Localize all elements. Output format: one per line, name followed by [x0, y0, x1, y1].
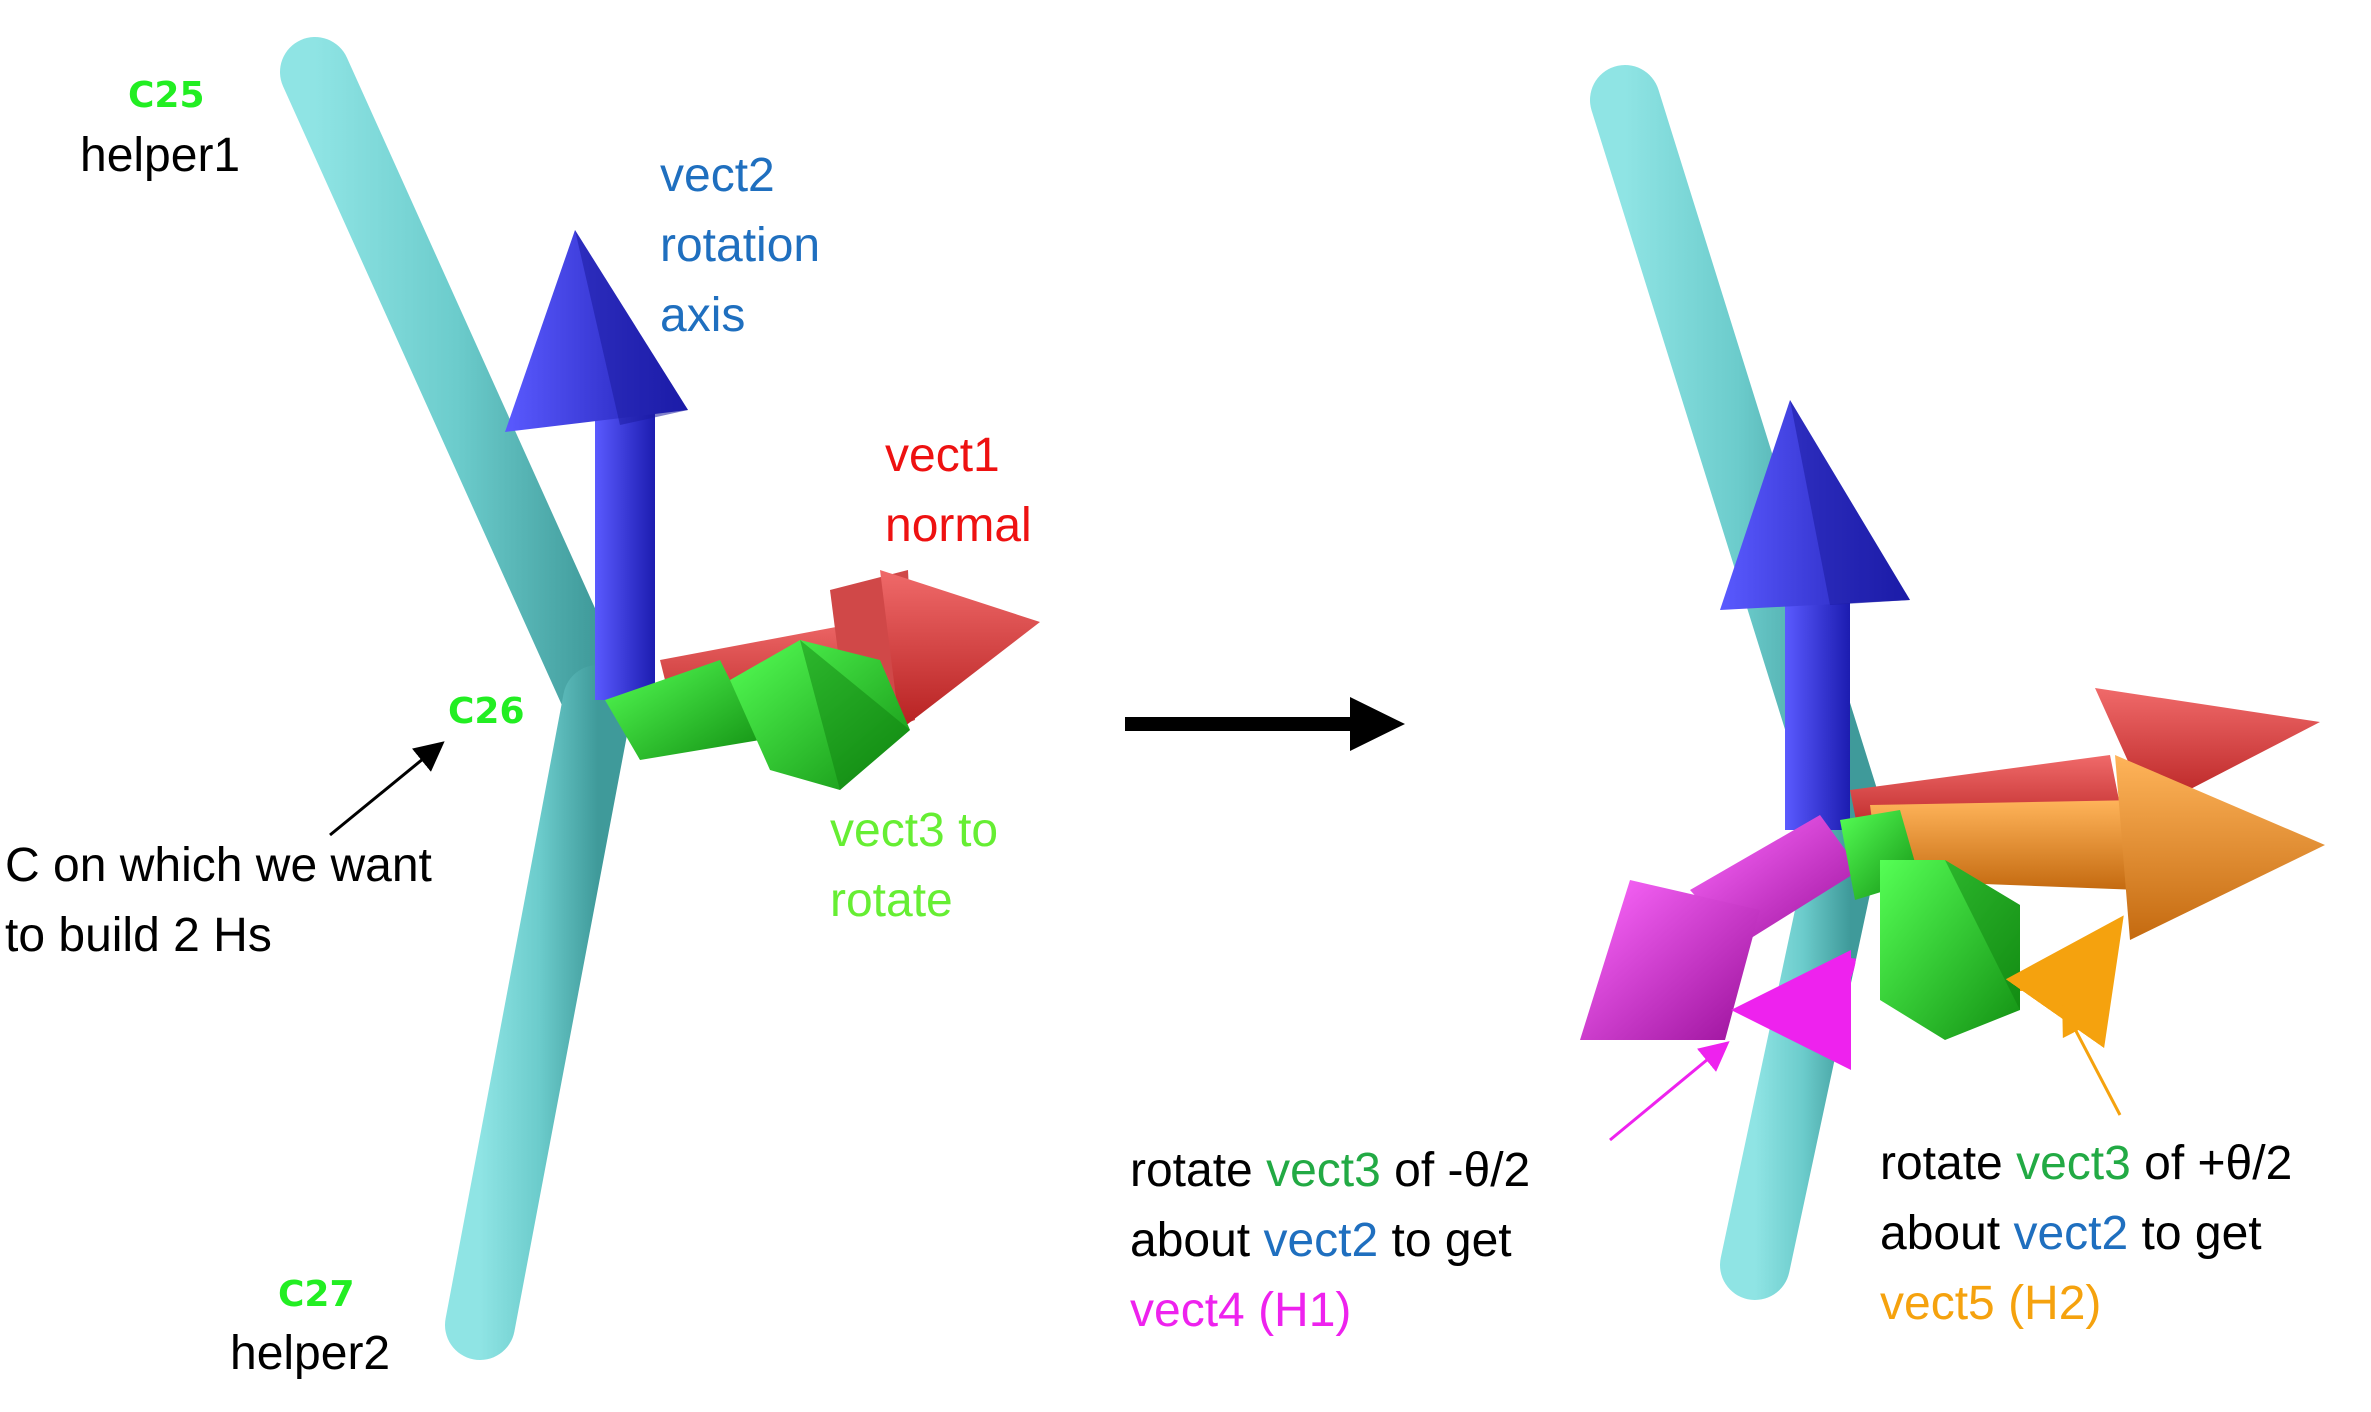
plus-w6: to get	[2128, 1207, 2262, 1260]
vect2-arrow	[505, 230, 688, 700]
plus-w7: vect5 (H2)	[1880, 1277, 2102, 1330]
minus-w6: to get	[1378, 1214, 1512, 1267]
right-vect4-arrow	[1580, 815, 1860, 1040]
minus-caption-line1: rotate vect3 of -θ/2	[1130, 1135, 1530, 1207]
minus-w7: vect4 (H1)	[1130, 1284, 1352, 1337]
minus-caption-line2: about vect2 to get	[1130, 1205, 1512, 1277]
minus-w3: of -θ/2	[1380, 1144, 1531, 1197]
vect1-label-line1: vect1	[885, 429, 1000, 482]
vect2-label-line1: vect2	[660, 149, 775, 202]
vect2-label-line2: rotation	[660, 219, 821, 272]
plus-pointer-line	[2062, 1004, 2122, 1116]
c26-pointer-arrow	[329, 741, 445, 837]
plus-caption-line3: vect5 (H2)	[1880, 1268, 2101, 1340]
vect3-label-line1: vect3 to	[830, 804, 999, 857]
rotation-plus-curve	[2005, 915, 2124, 1049]
left-molecule	[280, 37, 1040, 1360]
minus-w1: rotate	[1130, 1144, 1267, 1197]
helper1-label: helper1	[80, 129, 241, 182]
right-vect3-arrow	[1840, 810, 2020, 1040]
plus-caption-line1: rotate vect3 of +θ/2	[1880, 1128, 2292, 1200]
transition-arrow	[1125, 697, 1405, 751]
plus-caption-line2: about vect2 to get	[1880, 1198, 2262, 1270]
minus-w5: vect2	[1263, 1214, 1379, 1267]
minus-pointer-line	[1609, 1041, 1730, 1142]
vect1-label-line2: normal	[885, 499, 1032, 552]
vect2-label-line3: axis	[660, 289, 746, 342]
plus-w1: rotate	[1880, 1137, 2017, 1190]
atom-label-c26: C26	[448, 691, 525, 732]
plus-w3: of +θ/2	[2130, 1137, 2293, 1190]
right-vect2-arrow	[1720, 400, 1910, 830]
atom-label-c27: C27	[278, 1274, 355, 1315]
c-note-line2: to build 2 Hs	[5, 909, 272, 962]
bond-c26-c27	[445, 665, 633, 1360]
minus-w2: vect3	[1266, 1144, 1381, 1197]
vect3-arrow	[605, 640, 910, 790]
helper2-label: helper2	[230, 1327, 391, 1380]
c-note-line1: C on which we want	[5, 839, 432, 892]
right-molecule	[1580, 65, 2325, 1300]
bond-c25-c26	[280, 37, 633, 735]
plus-w5: vect2	[2013, 1207, 2129, 1260]
minus-caption-line3: vect4 (H1)	[1130, 1275, 1351, 1347]
plus-w4: about	[1880, 1207, 2014, 1260]
atom-label-c25: C25	[128, 75, 205, 116]
plus-w2: vect3	[2016, 1137, 2131, 1190]
minus-w4: about	[1130, 1214, 1264, 1267]
rotation-minus-curve	[1731, 949, 1856, 1070]
vect3-label-line2: rotate	[830, 874, 953, 927]
